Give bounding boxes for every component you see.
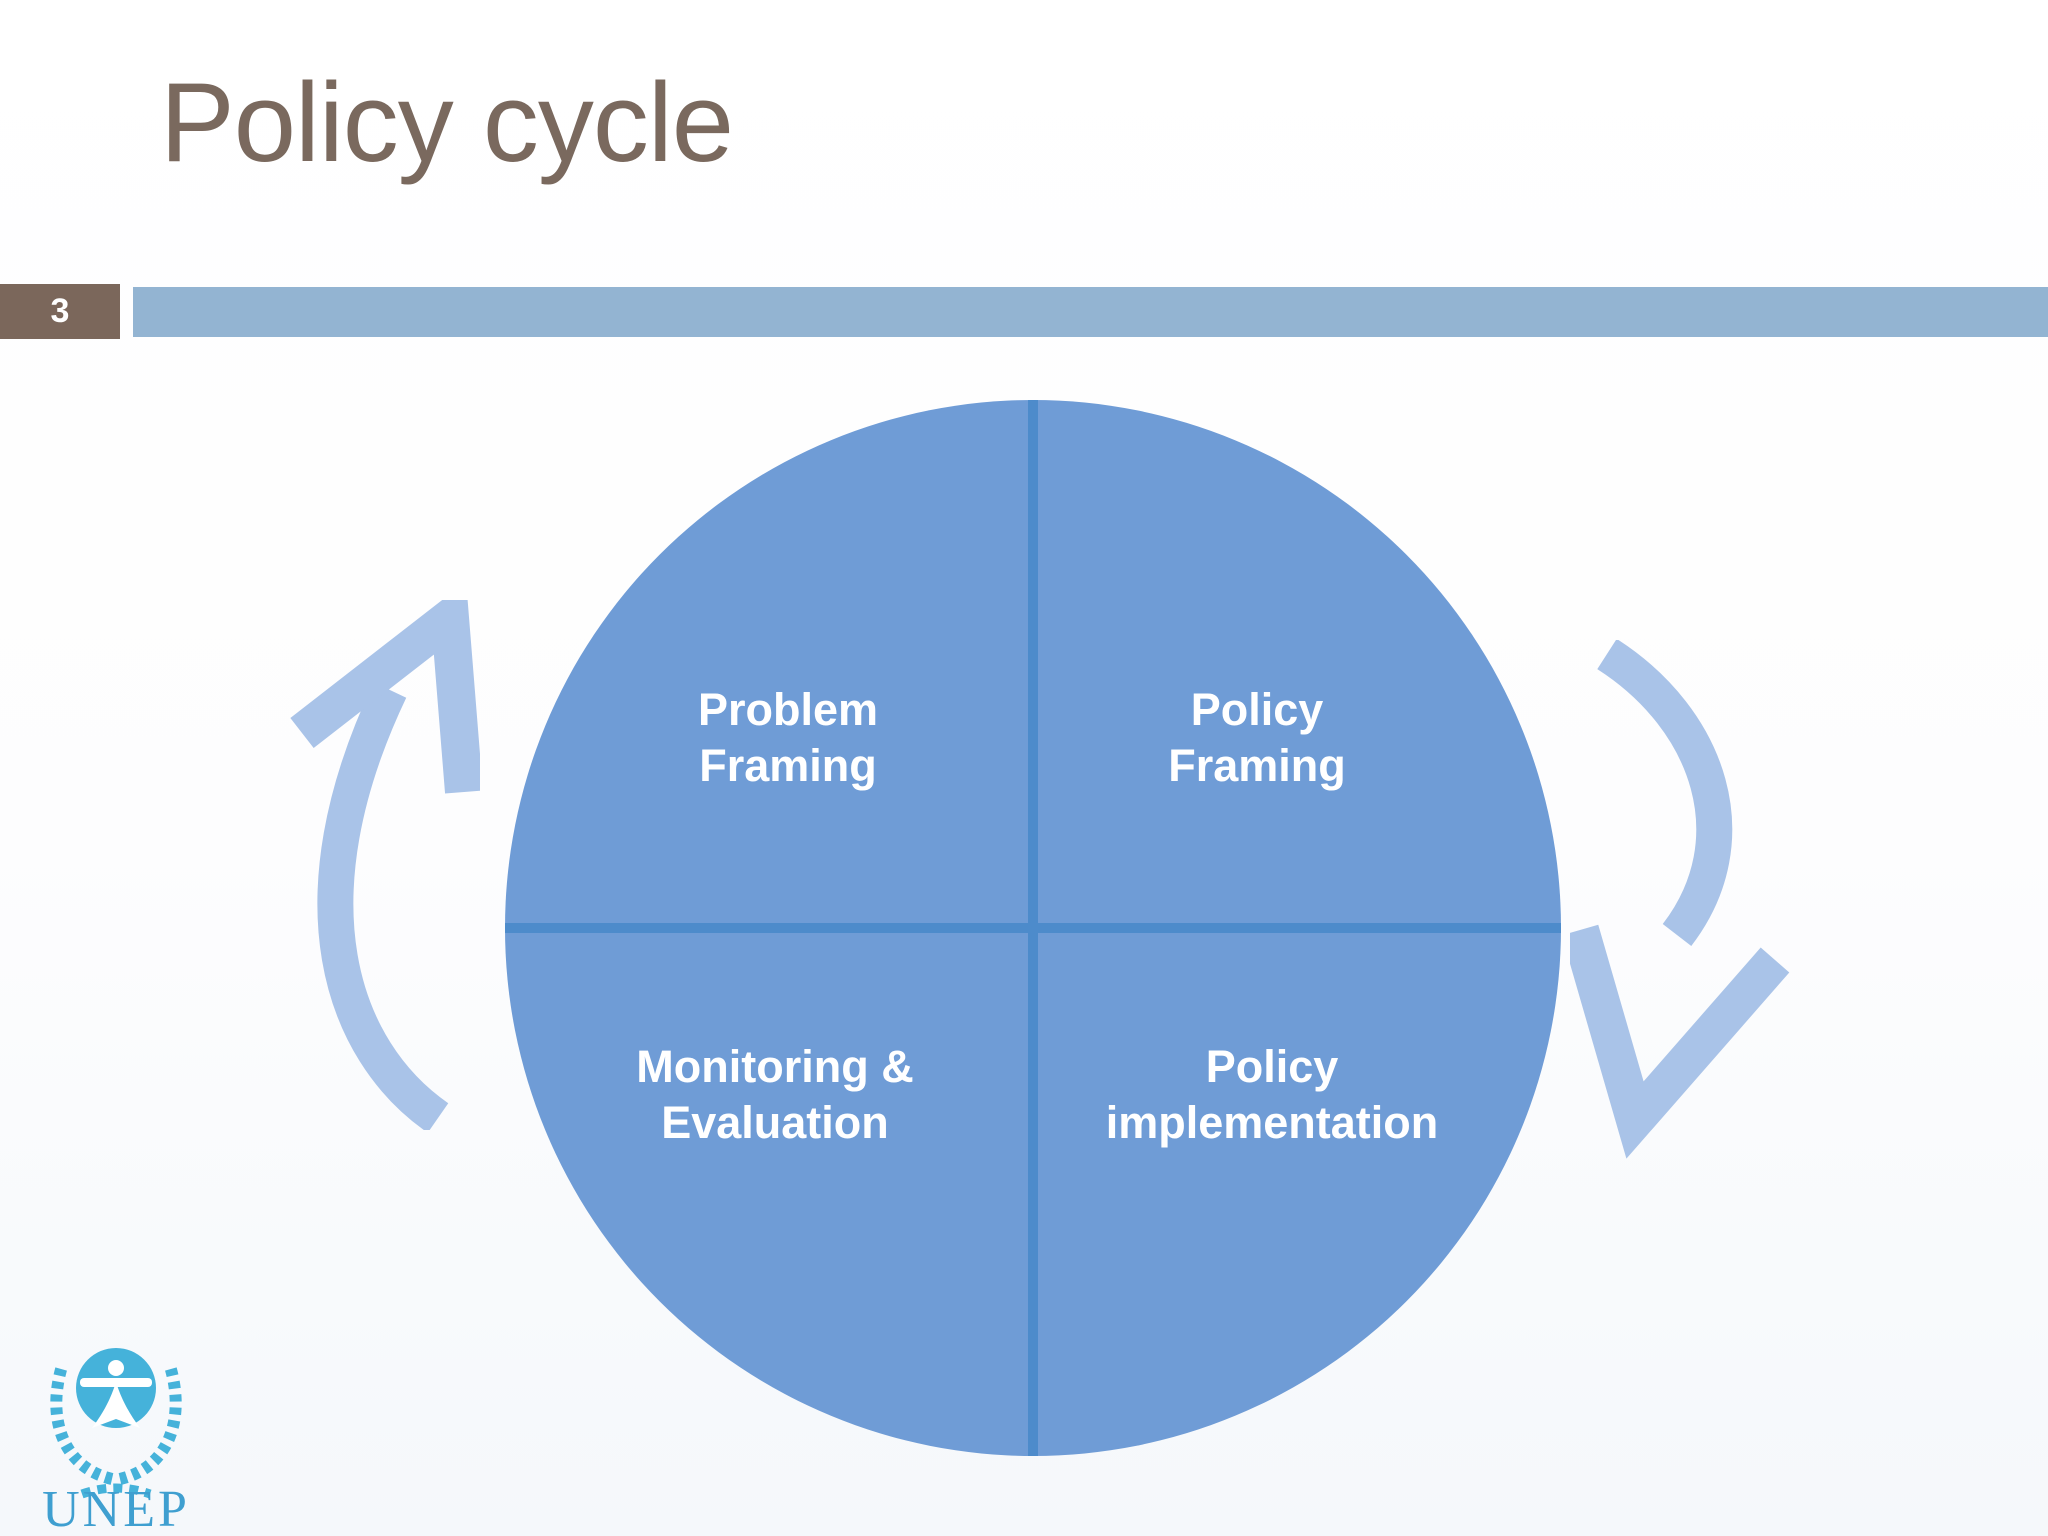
unep-logo-text: UNEP	[42, 1481, 190, 1536]
quadrant-policy-implementation: Policy implementation	[1105, 1040, 1439, 1148]
cycle-arrow-up-icon	[290, 600, 480, 1130]
accent-bar	[133, 287, 2048, 337]
cycle-arrow-down-icon	[1570, 640, 1790, 1159]
policy-cycle-diagram: Problem Framing Policy Framing Monitorin…	[505, 400, 1561, 1456]
page-title: Policy cycle	[160, 60, 734, 185]
quadrant-problem-framing: Problem Framing	[697, 683, 879, 791]
laurel-wreath-icon	[50, 1364, 182, 1499]
page-number: 3	[50, 292, 70, 330]
unep-logo: UNEP	[42, 1348, 190, 1536]
quadrant-monitoring-evaluation: Monitoring & Evaluation	[636, 1040, 914, 1148]
quadrant-policy-framing: Policy Framing	[1168, 683, 1346, 791]
page-number-badge: 3	[0, 284, 120, 339]
quadrant-divider-horizontal	[505, 923, 1561, 933]
unep-emblem-icon	[76, 1348, 156, 1428]
